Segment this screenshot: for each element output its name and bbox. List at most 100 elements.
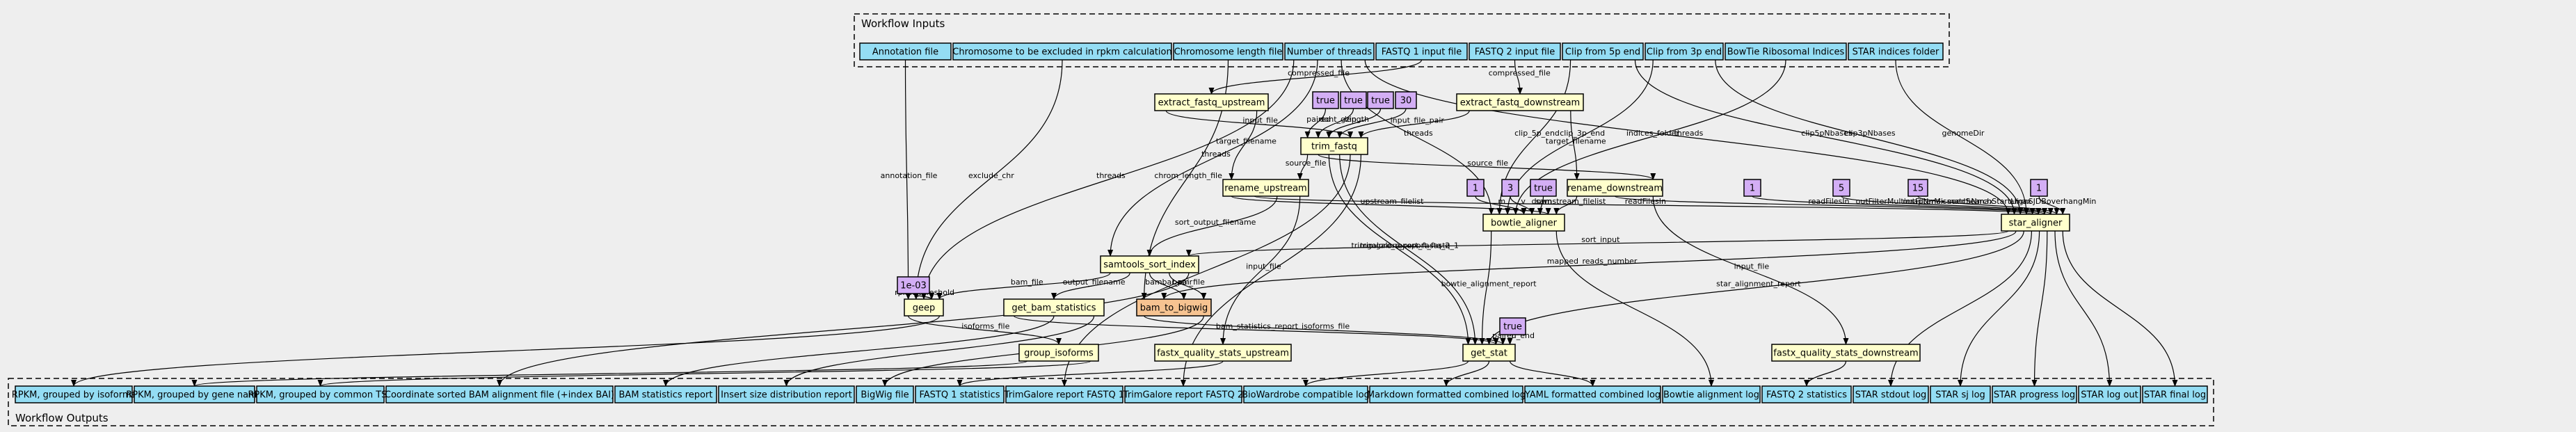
edge-s_trim-to-o_trim1 bbox=[1062, 154, 1351, 387]
io-label: STAR indices folder bbox=[1853, 47, 1939, 58]
param-box bbox=[1530, 179, 1557, 197]
workflow-inputs-cluster-label: Workflow Inputs bbox=[861, 17, 945, 30]
edge-label: bowtie_alignment_report bbox=[1441, 280, 1537, 289]
node-o-gene: RPKM, grouped by gene name bbox=[126, 385, 263, 403]
edge-label: target_filename bbox=[1546, 137, 1606, 146]
edge-label: bam_file bbox=[1011, 278, 1043, 287]
io-label: FASTQ 1 input file bbox=[1382, 47, 1462, 58]
edge-label: isoforms_file bbox=[1302, 322, 1350, 331]
node-p-1e03: 1e-03 bbox=[897, 276, 930, 294]
param-label: 1 bbox=[1750, 184, 1755, 194]
node-s-ext-down: extract_fastq_downstream bbox=[1456, 93, 1584, 111]
step-label: rename_downstream bbox=[1567, 184, 1663, 194]
edge-label: seedSearchStartLmax bbox=[1947, 197, 2031, 206]
edge-s_bowtie-to-s_getstat bbox=[1479, 230, 1492, 345]
io-box bbox=[256, 385, 385, 403]
edge-in_star-to-s_star bbox=[1895, 59, 2029, 215]
edge-label: threads bbox=[1404, 129, 1433, 138]
edge-s_trim-to-o_trim2 bbox=[1181, 154, 1361, 387]
param-label: 1 bbox=[2036, 184, 2042, 194]
edge-label: target_filename bbox=[1216, 137, 1277, 146]
node-in-fq1: FASTQ 1 input file bbox=[1375, 42, 1468, 61]
node-in-bowtie: BowTie Ribosomal Indices bbox=[1725, 42, 1847, 61]
node-o-stdout: STAR stdout log bbox=[1853, 385, 1929, 403]
io-label: FASTQ 2 input file bbox=[1475, 47, 1555, 58]
edge-label: source_file bbox=[1467, 159, 1508, 168]
edge-s_star-to-o_logout bbox=[2054, 230, 2113, 387]
io-box bbox=[2142, 385, 2208, 403]
edge-label: star_alignment_report bbox=[1716, 280, 1801, 289]
edge-label: upstream_filelist bbox=[1360, 197, 1424, 206]
step-label: star_aligner bbox=[2009, 218, 2063, 229]
param-box bbox=[1501, 179, 1519, 197]
param-label: 1e-03 bbox=[900, 281, 927, 291]
step-label: samtools_sort_index bbox=[1103, 260, 1196, 271]
param-box bbox=[1466, 179, 1485, 197]
node-o-trim2: TrimGalore report FASTQ 2 bbox=[1123, 385, 1243, 403]
node-s-fqs-down: fastx_quality_stats_downstream bbox=[1771, 344, 1921, 362]
param-label: true bbox=[1371, 96, 1390, 106]
edge-p_true2-to-s_trim bbox=[1315, 108, 1354, 138]
workflow-box bbox=[1136, 298, 1212, 317]
edge-label: input_file bbox=[1242, 116, 1278, 125]
io-box bbox=[1173, 42, 1283, 61]
edge-p_5-to-s_star bbox=[1841, 195, 2054, 215]
node-o-insert: Insert size distribution report bbox=[718, 385, 855, 403]
edge-label: dont_gzip bbox=[1320, 115, 1357, 124]
edge-s_ren_up-to-s_sort bbox=[1146, 195, 1278, 257]
step-label: get_bam_statistics bbox=[1011, 303, 1096, 314]
edge-p_true4-to-s_bowtie bbox=[1537, 195, 1544, 215]
edge-s_ext_down-to-s_ren_down bbox=[1570, 110, 1580, 180]
param-label: true bbox=[1316, 96, 1335, 106]
param-label: 5 bbox=[1839, 184, 1844, 194]
edge-s_bigwig-to-s_getstat bbox=[1144, 315, 1506, 345]
edge-label: clip_3p_end bbox=[1560, 129, 1605, 138]
node-s-sort: samtools_sort_index bbox=[1100, 255, 1199, 273]
io-label: Bowtie alignment log bbox=[1663, 390, 1759, 401]
io-box bbox=[1005, 385, 1123, 403]
edge-label: mapped_reads_number bbox=[1547, 257, 1638, 266]
node-o-logout: STAR log out bbox=[2078, 385, 2141, 403]
step-box bbox=[904, 298, 944, 317]
step-box bbox=[1100, 255, 1199, 273]
io-label: TrimGalore report FASTQ 2 bbox=[1123, 390, 1243, 401]
node-in-threads: Number of threads bbox=[1284, 42, 1375, 61]
node-in-clip5: Clip from 5p end bbox=[1562, 42, 1644, 61]
node-p-1c: 1 bbox=[2030, 179, 2048, 197]
node-p-1a: 1 bbox=[1466, 179, 1485, 197]
node-in-star: STAR indices folder bbox=[1848, 42, 1944, 61]
edge-label: sort_output_filename bbox=[1175, 218, 1256, 227]
io-label: STAR progress log bbox=[1994, 390, 2075, 401]
node-o-bamstat: BAM statistics report bbox=[614, 385, 717, 403]
param-box bbox=[2030, 179, 2048, 197]
edge-label: annotation_file bbox=[881, 171, 938, 180]
io-box bbox=[1469, 42, 1561, 61]
step-label: fastx_quality_stats_upstream bbox=[1157, 349, 1289, 359]
node-s-group: group_isoforms bbox=[1018, 344, 1099, 362]
step-box bbox=[1222, 179, 1309, 197]
param-label: 3 bbox=[1507, 184, 1513, 194]
edge-label: threads bbox=[1096, 171, 1126, 180]
io-box bbox=[1562, 42, 1644, 61]
edge-s_star-to-s_bigwig bbox=[1161, 230, 2017, 300]
io-box bbox=[1930, 385, 1991, 403]
param-label: true bbox=[1503, 322, 1522, 333]
edge-s_trim-to-s_getstat bbox=[1339, 154, 1478, 345]
io-label: Clip from 3p end bbox=[1647, 47, 1722, 58]
edge-s_sort-to-s_bamstat bbox=[1051, 272, 1130, 300]
edge-label: compressed_file bbox=[1288, 69, 1350, 78]
io-box bbox=[15, 385, 133, 403]
node-s-bigwig: bam_to_bigwig bbox=[1136, 298, 1212, 317]
edge-s_ext_up-to-s_trim bbox=[1165, 110, 1353, 138]
io-box bbox=[1645, 42, 1724, 61]
param-label: 1 bbox=[1473, 184, 1478, 194]
param-box bbox=[1832, 179, 1850, 197]
node-s-ren-up: rename_upstream bbox=[1222, 179, 1309, 197]
step-label: extract_fastq_upstream bbox=[1158, 98, 1265, 109]
step-label: group_isoforms bbox=[1024, 349, 1094, 359]
edge-s_bowtie-to-o_bowlog bbox=[1555, 230, 1714, 387]
edge-label: alignSJDBoverhangMin bbox=[2010, 197, 2097, 206]
edge-label: chrom_length_file bbox=[1154, 171, 1222, 180]
node-p-true3: true bbox=[1367, 91, 1394, 109]
step-box bbox=[1018, 344, 1099, 362]
